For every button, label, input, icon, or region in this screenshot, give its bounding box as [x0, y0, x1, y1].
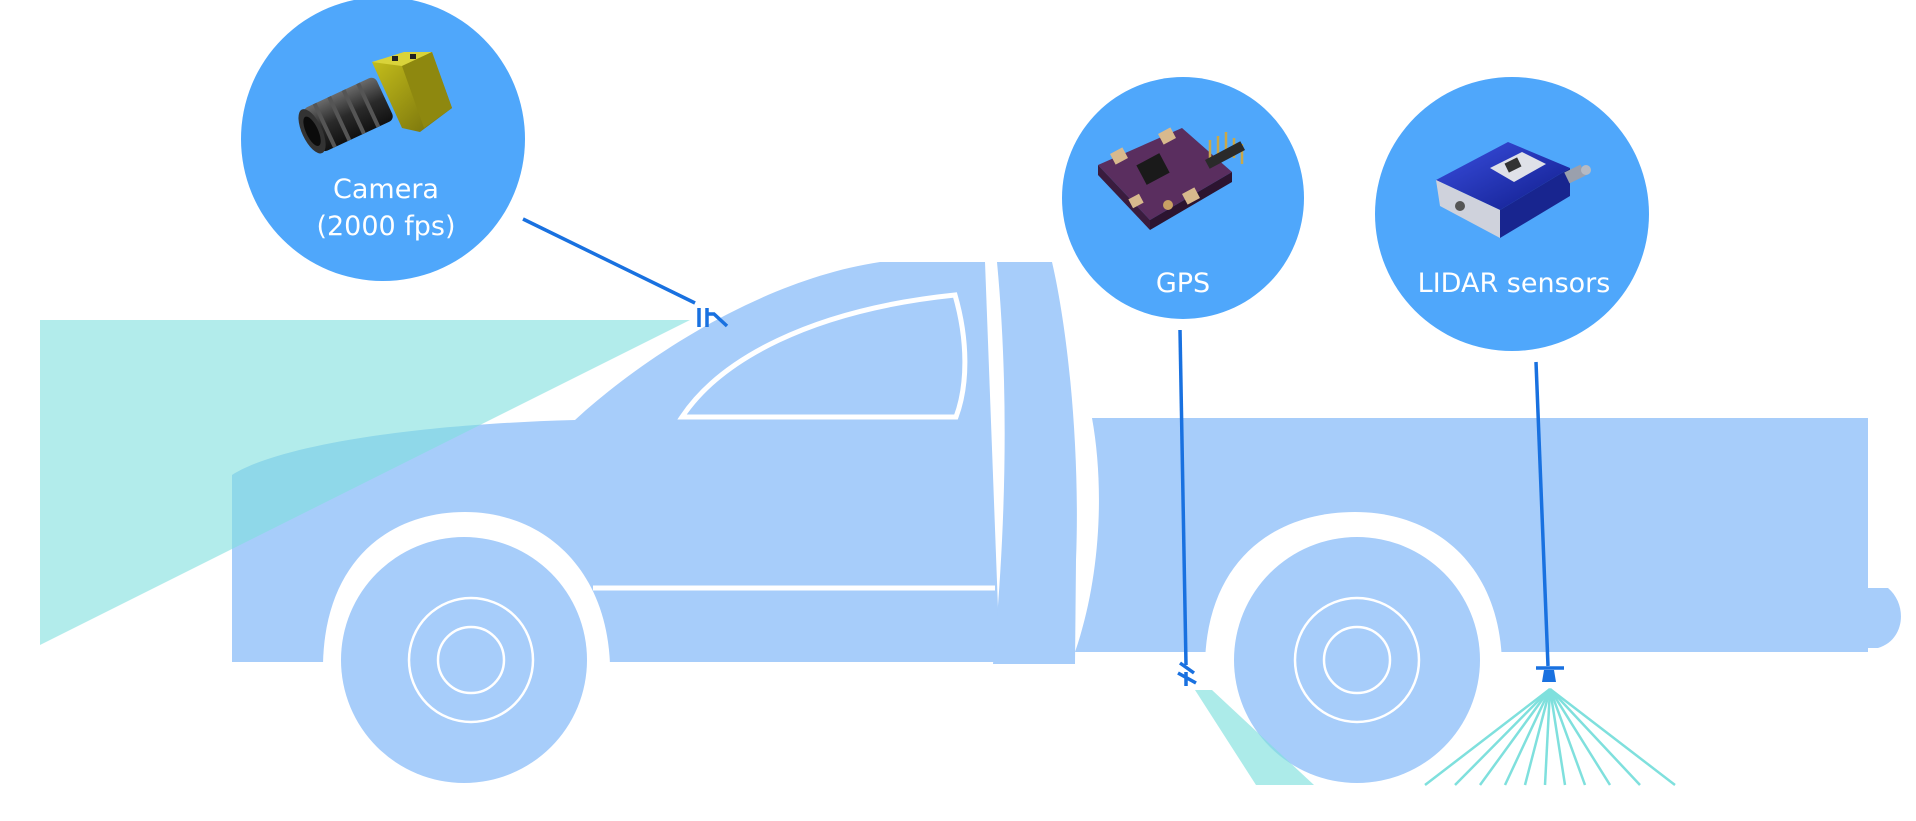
truck-window [677, 292, 968, 420]
camera-mount-icon [697, 308, 729, 328]
camera-label: Camera [333, 174, 439, 205]
camera-callout: Camera (2000 fps) [241, 0, 525, 281]
gps-board-icon [1098, 127, 1246, 230]
camera-icon [298, 52, 452, 154]
lidar-leader-line [1534, 361, 1550, 667]
lidar-label: LIDAR sensors [1418, 268, 1611, 299]
camera-frame-rate: (2000 fps) [316, 211, 455, 242]
truck-trim [593, 292, 995, 591]
lidar-head-icon [1542, 670, 1556, 682]
truck-rear-bumper [1846, 588, 1901, 648]
front-wheel [341, 537, 587, 783]
gps-callout: GPS [1062, 77, 1304, 319]
lidar-callout: LIDAR sensors [1375, 77, 1649, 351]
leader-lines [522, 217, 1564, 686]
gps-beam [1195, 690, 1314, 785]
lidar-beams [1424, 688, 1676, 786]
rear-wheel [1234, 537, 1480, 783]
camera-field-of-view [40, 320, 690, 645]
camera-leader-line [522, 217, 696, 305]
gps-leader-line [1178, 329, 1188, 666]
gps-mount-icon [1177, 661, 1197, 686]
truck-b-pillar [993, 262, 1077, 664]
lidar-unit-icon [1436, 142, 1591, 238]
gps-label: GPS [1156, 268, 1210, 299]
